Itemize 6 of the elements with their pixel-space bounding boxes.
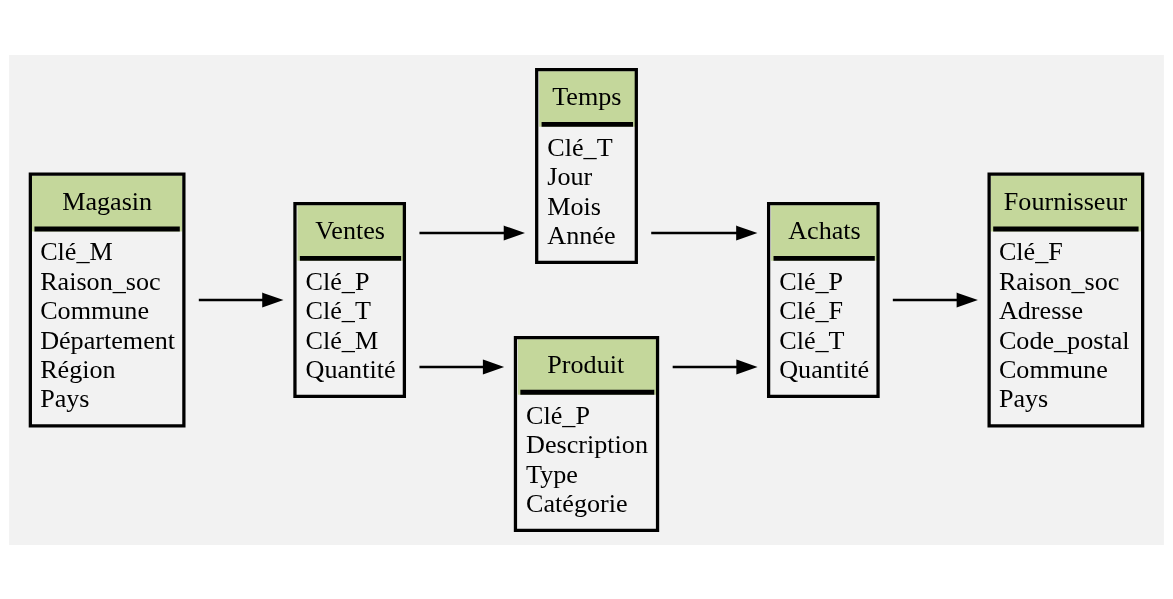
arrow bbox=[651, 225, 758, 240]
arrow bbox=[892, 292, 978, 307]
arrow bbox=[419, 225, 525, 240]
arrow bbox=[419, 359, 505, 374]
arrow bbox=[672, 359, 758, 374]
arrow bbox=[198, 292, 284, 307]
